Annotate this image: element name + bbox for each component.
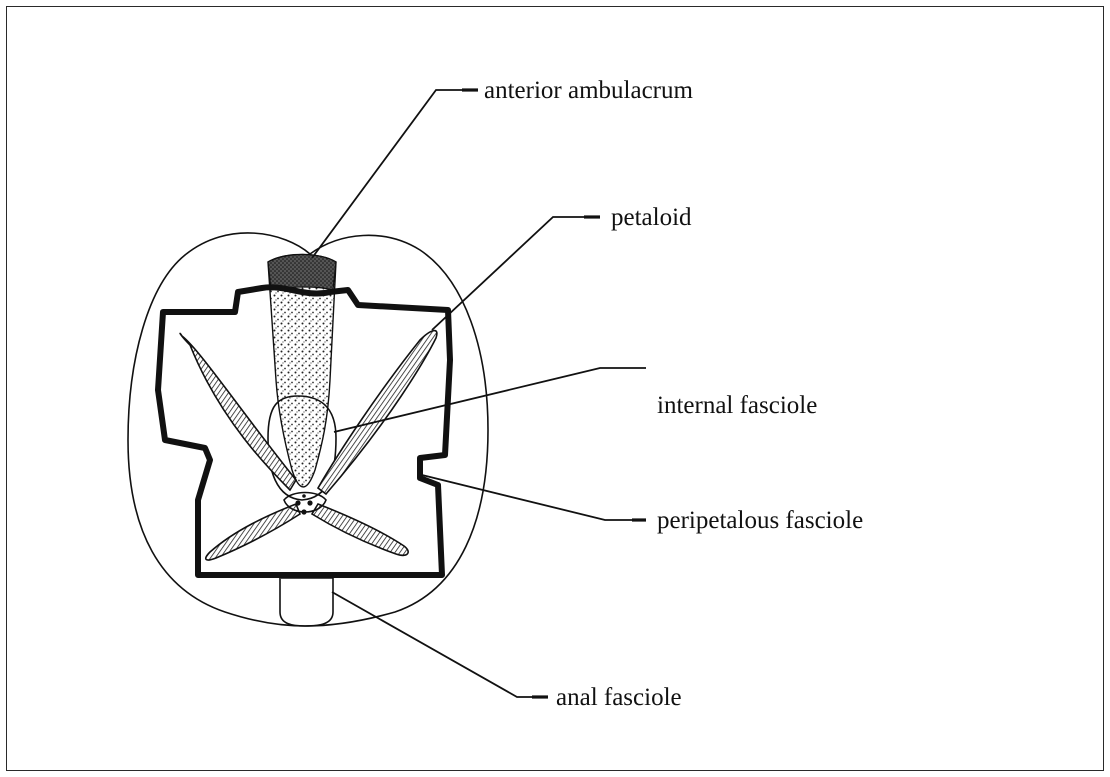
label-internal-fasciole: internal fasciole <box>657 392 817 419</box>
leader-lines <box>312 90 646 697</box>
label-peripetalous-fasciole: peripetalous fasciole <box>657 507 863 534</box>
petal-posterior-right <box>312 504 408 555</box>
leader-peripetalous-fasciole <box>422 475 646 520</box>
anal-fasciole-loop <box>280 578 333 626</box>
label-anterior-ambulacrum: anterior ambulacrum <box>484 77 693 104</box>
leader-anal-fasciole <box>332 592 548 697</box>
leader-anterior-ambulacrum <box>312 90 478 258</box>
label-anal-fasciole: anal fasciole <box>556 684 682 711</box>
petal-posterior-left <box>206 504 300 560</box>
ambulacrum-notch <box>268 255 336 291</box>
leader-petaloid <box>432 217 600 330</box>
label-petaloid: petaloid <box>611 204 692 231</box>
